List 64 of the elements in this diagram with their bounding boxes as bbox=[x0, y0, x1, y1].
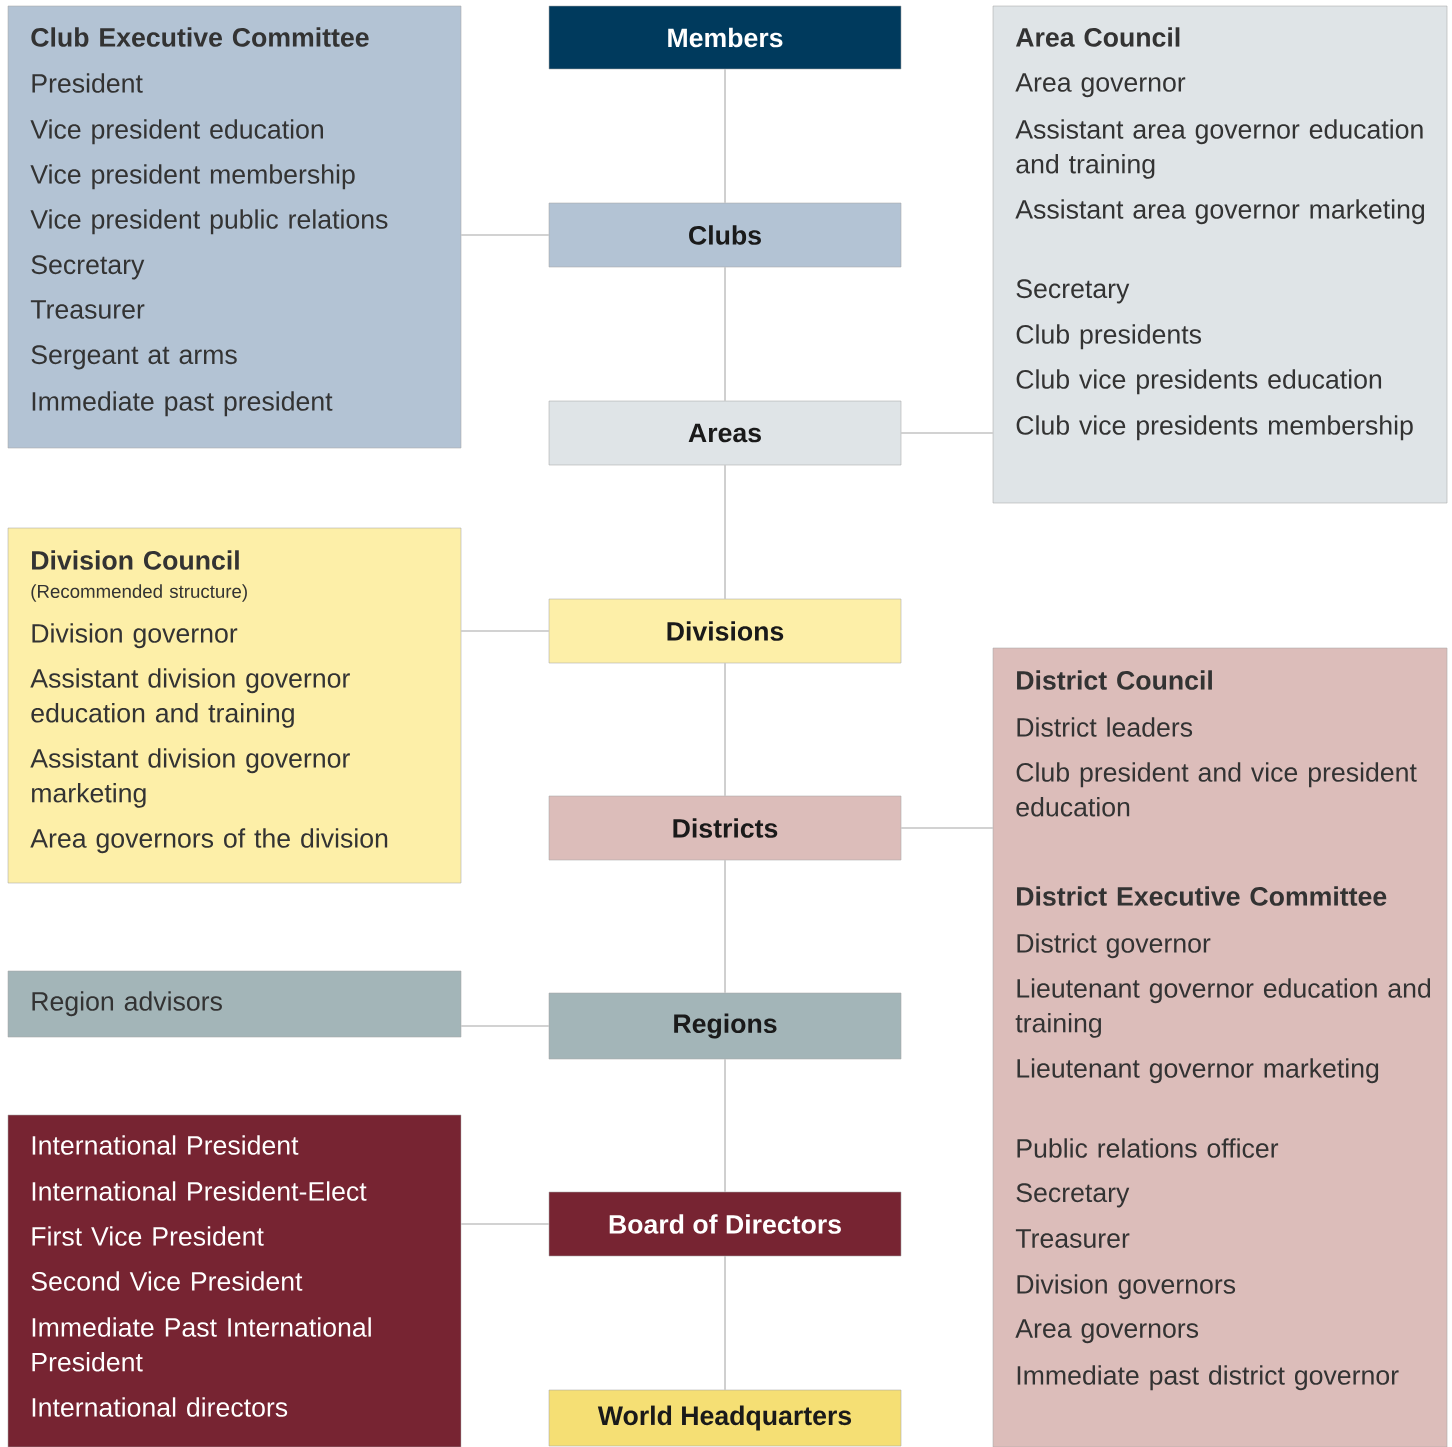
list-item: Treasurer bbox=[30, 300, 145, 319]
connector-line bbox=[460, 234, 550, 236]
list-item: President bbox=[32, 73, 143, 93]
level-box: Board of Directors bbox=[548, 1191, 902, 1257]
panel-subtitle: (Recommended structure) bbox=[31, 584, 247, 602]
connector-line bbox=[900, 432, 994, 434]
list-item: Secretary bbox=[1016, 279, 1130, 304]
panel-heading: Division Council bbox=[32, 550, 239, 570]
level-box: Areas bbox=[548, 400, 902, 466]
connector-line bbox=[724, 1255, 726, 1391]
list-item: Lieutenant governor marketing bbox=[1017, 1058, 1379, 1084]
list-item: International President bbox=[32, 1135, 299, 1155]
list-item: International President-Elect bbox=[32, 1181, 367, 1201]
list-item: Immediate Past International President bbox=[32, 1317, 371, 1372]
list-item: First Vice President bbox=[32, 1226, 264, 1246]
list-item: Immediate past district governor bbox=[1017, 1365, 1399, 1391]
list-item: International directors bbox=[32, 1397, 288, 1417]
connector-line bbox=[724, 859, 726, 994]
list-item: Assistant area governor marketing bbox=[1015, 199, 1425, 225]
panel-heading: Area Council bbox=[1015, 27, 1180, 47]
level-box: Districts bbox=[548, 795, 902, 861]
connector-line bbox=[460, 1025, 550, 1027]
list-item: Lieutenant governor education and training bbox=[1015, 978, 1431, 1038]
connector-line bbox=[724, 464, 726, 600]
list-item: Area governors bbox=[1015, 1319, 1199, 1344]
list-item: Assistant area governor education and training bbox=[1015, 119, 1423, 179]
list-item: Club vice presidents membership bbox=[1016, 415, 1413, 441]
level-box: Regions bbox=[548, 992, 902, 1060]
list-item: Assistant division governor marketing bbox=[30, 748, 350, 808]
list-item: Club president and vice president education bbox=[1016, 762, 1417, 817]
list-item: Assistant division governor education and training bbox=[30, 668, 350, 728]
level-box: Clubs bbox=[548, 202, 902, 268]
list-item: Immediate past president bbox=[32, 391, 333, 417]
list-item: Public relations officer bbox=[1017, 1138, 1279, 1158]
list-item: District governor bbox=[1017, 933, 1211, 959]
connector-line bbox=[460, 630, 550, 632]
level-box: Divisions bbox=[548, 598, 902, 664]
level-box: Members bbox=[548, 5, 902, 70]
panel-heading: District Council bbox=[1017, 670, 1212, 690]
connector-line bbox=[460, 1223, 550, 1225]
panel-heading: Club Executive Committee bbox=[31, 27, 369, 47]
list-item: Division governor bbox=[32, 623, 238, 649]
list-item: Area governors of the division bbox=[30, 828, 388, 854]
list-item: Sergeant at arms bbox=[31, 345, 237, 370]
list-item: Area governor bbox=[1015, 73, 1186, 98]
list-item: Club presidents bbox=[1016, 324, 1201, 350]
list-item: Treasurer bbox=[1015, 1229, 1130, 1248]
list-item: Vice president public relations bbox=[30, 209, 388, 235]
list-item: District leaders bbox=[1017, 717, 1193, 737]
list-item: Secretary bbox=[31, 255, 145, 280]
connector-line bbox=[724, 662, 726, 797]
connector-line bbox=[724, 68, 726, 204]
connector-line bbox=[724, 266, 726, 402]
list-item: Club vice presidents education bbox=[1016, 369, 1382, 395]
list-item: Second Vice President bbox=[31, 1271, 303, 1291]
list-item: Vice president membership bbox=[30, 164, 355, 190]
connector-line bbox=[724, 1058, 726, 1193]
list-item: Vice president education bbox=[30, 119, 323, 145]
panel-heading: District Executive Committee bbox=[1017, 886, 1387, 906]
list-item: Secretary bbox=[1016, 1183, 1130, 1208]
list-item: Region advisors bbox=[32, 991, 222, 1017]
list-item: Division governors bbox=[1017, 1274, 1236, 1300]
level-box: World Headquarters bbox=[548, 1389, 902, 1447]
connector-line bbox=[900, 827, 994, 829]
